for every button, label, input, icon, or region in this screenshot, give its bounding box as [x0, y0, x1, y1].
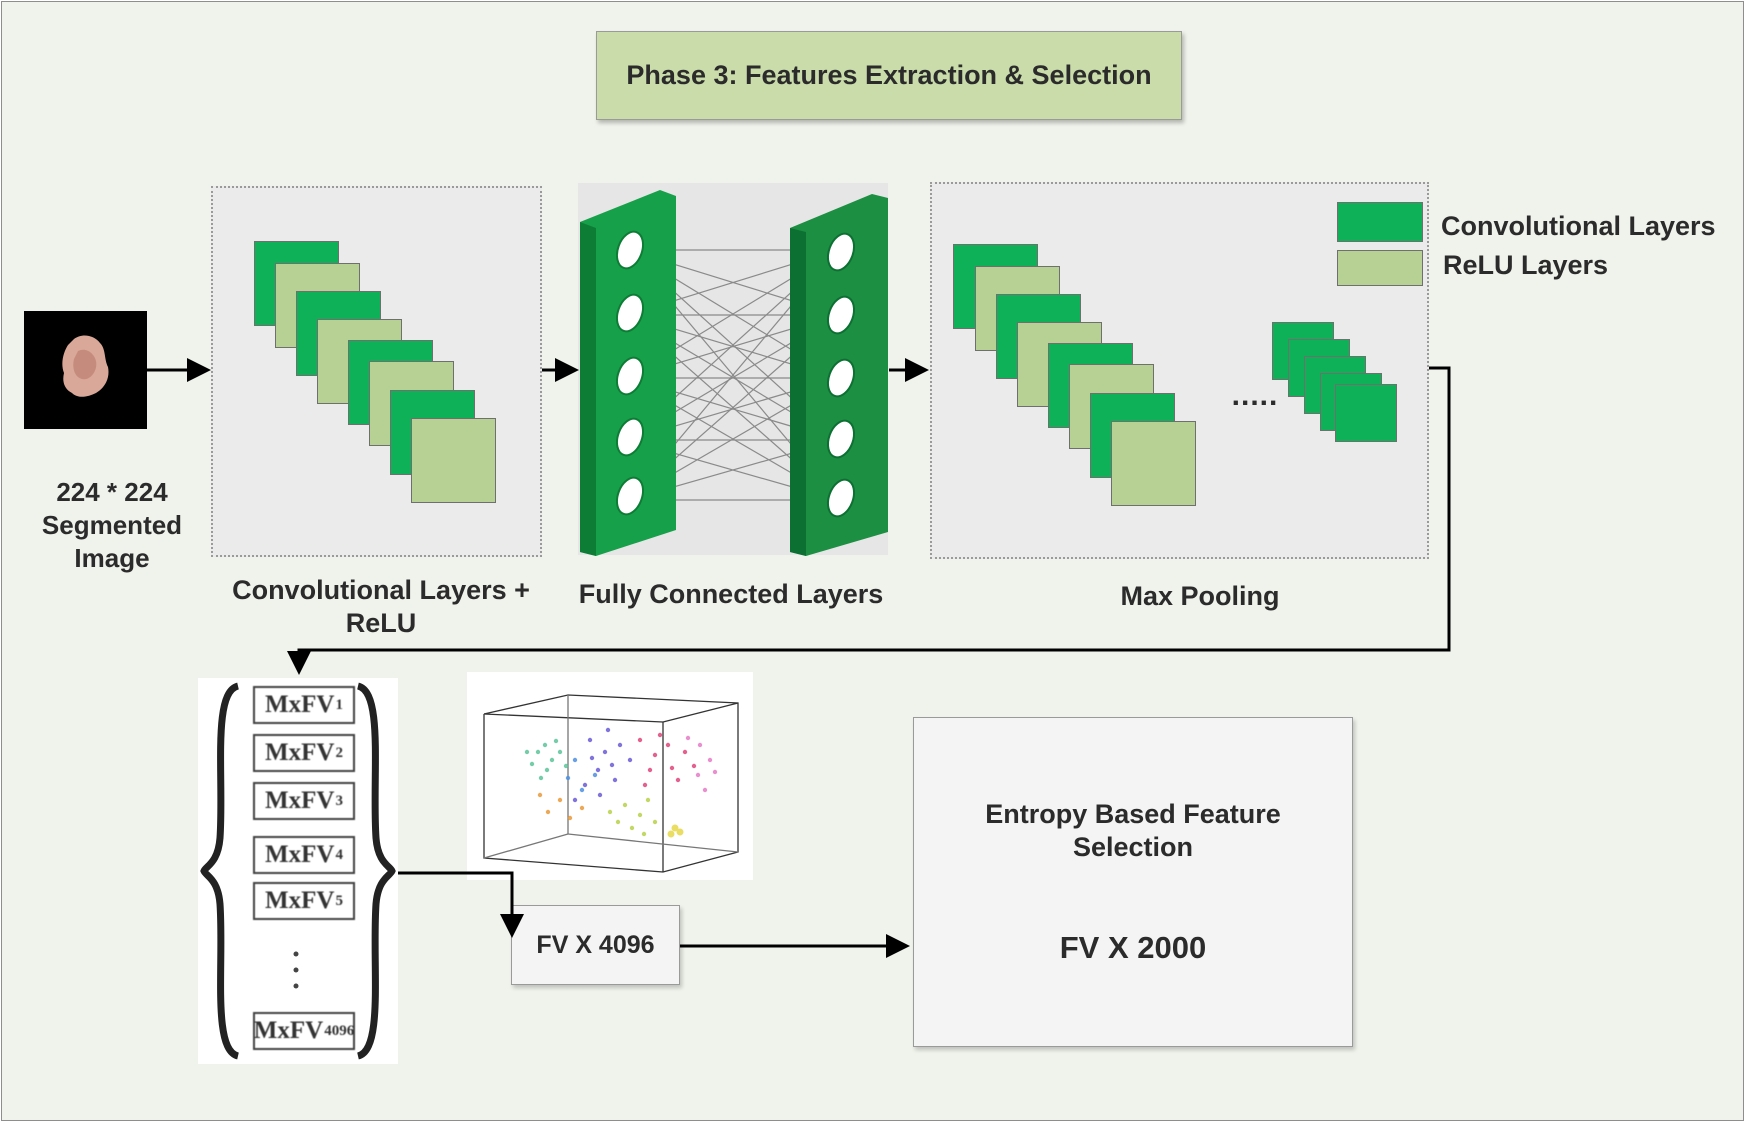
conv-relu-label-line1: Convolutional Layers + [232, 575, 530, 605]
pooling-ellipsis: ..... [1231, 379, 1279, 412]
fv-4096-label: FV X 4096 [536, 930, 655, 959]
legend-swatch-conv [1337, 202, 1423, 242]
input-desc-line1: Segmented [41, 510, 183, 540]
diagram-title: Phase 3: Features Extraction & Selection [596, 31, 1182, 120]
lesion-image [62, 335, 109, 397]
conv-relu-label-line2: ReLU [345, 608, 417, 638]
entropy-selection-box [913, 717, 1353, 1047]
segmented-image [24, 311, 147, 429]
bracket-and-dots [200, 682, 396, 1060]
relu-layer [1111, 421, 1196, 506]
entropy-output-value: FV X 2000 [1059, 930, 1207, 965]
fully-connected-label: Fully Connected Layers [578, 579, 884, 609]
legend-label-relu: ReLU Layers [1443, 250, 1609, 280]
input-desc-line2: Image [74, 543, 150, 573]
relu-layer [411, 418, 496, 503]
legend-swatch-relu [1337, 250, 1423, 286]
entropy-title-line1: Entropy Based Feature [985, 799, 1281, 829]
max-pooling-label: Max Pooling [1120, 581, 1280, 611]
fv-4096-box: FV X 4096 [511, 905, 680, 985]
entropy-title-line2: Selection [1072, 832, 1194, 862]
input-size-label: 224 * 224 [56, 477, 168, 507]
legend-label-conv: Convolutional Layers [1441, 211, 1716, 241]
pooled-map [1335, 384, 1397, 442]
